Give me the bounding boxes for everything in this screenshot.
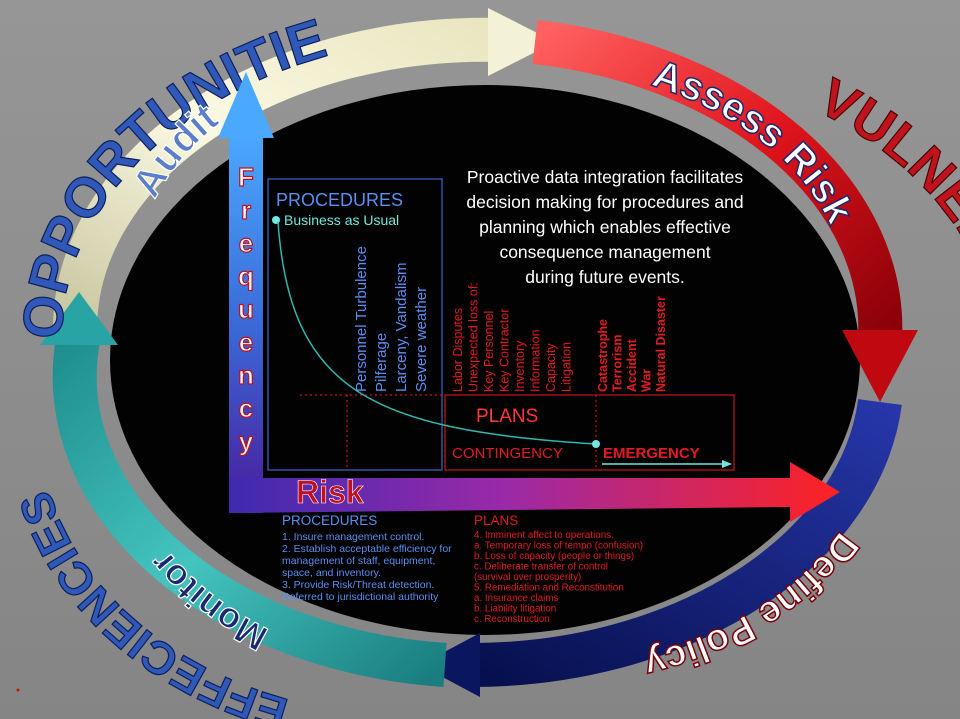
column-item: Key Personnel bbox=[482, 311, 496, 392]
plans-note-line: 5. Remediation and Reconstitution bbox=[474, 583, 624, 594]
frequency-axis-arrow bbox=[218, 72, 274, 138]
frequency-letter: e bbox=[239, 327, 253, 357]
plans-notes-title: PLANS bbox=[474, 513, 518, 528]
procedures-box bbox=[267, 178, 443, 471]
plans-note-line: c. Reconstruction bbox=[474, 614, 550, 625]
procedures-note-line: 1. Insure management control. bbox=[282, 531, 424, 543]
emergency-arrow-head bbox=[722, 460, 732, 468]
procedures-note-line: management of staff, equipment, bbox=[282, 555, 435, 567]
intro-line: planning which enables effective bbox=[479, 217, 731, 237]
plans-notes: PLANS 4. Imminent affect to operations. a… bbox=[474, 513, 643, 625]
intro-paragraph: Proactive data integration facilitates de… bbox=[466, 167, 743, 287]
procedures-note-line: space, and inventory. bbox=[282, 567, 381, 579]
risk-axis-label: Risk bbox=[296, 474, 364, 510]
frequency-letter: r bbox=[241, 195, 251, 225]
frequency-letter: e bbox=[239, 228, 253, 258]
business-as-usual-label: Business as Usual bbox=[284, 212, 399, 228]
column-item: Natural Disaster bbox=[654, 296, 668, 392]
column-item: Larceny, Vandalism bbox=[393, 262, 410, 392]
opportunities-arc bbox=[53, 17, 501, 326]
column-item: Personnel Turbulence bbox=[353, 246, 370, 392]
column-item: Pilferage bbox=[373, 333, 390, 392]
procedures-notes-title: PROCEDURES bbox=[282, 513, 377, 528]
column-item: Litigation bbox=[560, 342, 574, 392]
policy-arc bbox=[469, 398, 902, 688]
procedures-notes: PROCEDURES 1. Insure management control.2… bbox=[282, 513, 452, 603]
intro-line: consequence management bbox=[499, 242, 710, 262]
column-item: Inventory bbox=[513, 340, 527, 392]
frequency-letter: n bbox=[238, 360, 254, 390]
contingency-label: CONTINGENCY bbox=[452, 445, 563, 462]
risk-arrow-head bbox=[842, 330, 918, 402]
column-item: Information bbox=[529, 329, 543, 392]
intro-line: during future events. bbox=[525, 267, 685, 287]
procedures-note-line: 3. Provide Risk/Threat detection. bbox=[282, 579, 434, 591]
efficiency-arrow-head bbox=[40, 292, 118, 345]
intro-line: decision making for procedures and bbox=[466, 192, 743, 212]
frequency-risk-curve bbox=[277, 221, 597, 445]
corner-dot bbox=[16, 688, 20, 692]
frequency-letter: q bbox=[238, 261, 254, 291]
frequency-axis bbox=[229, 135, 263, 513]
procedures-title: PROCEDURES bbox=[276, 190, 403, 210]
column-item: Terrorism bbox=[611, 335, 625, 392]
policy-arrow-head bbox=[420, 633, 480, 697]
column-item: Unexpected loss of: bbox=[467, 282, 481, 392]
risk-arc bbox=[532, 20, 903, 342]
column-item: Severe weather bbox=[413, 287, 430, 392]
procedures-note-line: 2. Establish acceptable efficiency for bbox=[282, 543, 452, 555]
procedures-note-line: Referred to jurisdictional authority bbox=[282, 591, 439, 603]
column-item: War bbox=[640, 369, 654, 392]
plans-note-line: b. Liability litigation bbox=[474, 604, 556, 615]
intro-line: Proactive data integration facilitates bbox=[467, 167, 744, 187]
plans-note-line: 4. Imminent affect to operations. bbox=[474, 530, 614, 541]
column-item: Key Contractor bbox=[498, 309, 512, 392]
plans-note-line: a. Temporary loss of tempo (confusion) bbox=[474, 541, 643, 552]
column-item: Labor Disputes bbox=[451, 308, 465, 392]
plans-note-line: a. Insurance claims bbox=[474, 593, 558, 604]
curve-end-dot bbox=[592, 440, 600, 448]
emergency-label: EMERGENCY bbox=[603, 445, 700, 462]
frequency-letter: y bbox=[239, 426, 254, 456]
plans-note-line: b. Loss of capacity (people or things) bbox=[474, 551, 634, 562]
plans-title: PLANS bbox=[476, 406, 538, 427]
frequency-letter: F bbox=[238, 162, 254, 192]
plans-note-line: (survival over prosperity) bbox=[474, 572, 581, 583]
column-item: Catastrophe bbox=[596, 319, 610, 392]
frequency-letter: c bbox=[239, 393, 253, 423]
efficiency-arc bbox=[52, 325, 447, 687]
frequency-letter: u bbox=[238, 294, 254, 324]
opportunities-arrow-head bbox=[488, 8, 555, 76]
plans-box bbox=[444, 394, 735, 471]
plans-note-line: c. Deliberate transfer of control bbox=[474, 562, 608, 573]
column-item: Accident bbox=[625, 338, 639, 392]
column-item: Capacity bbox=[544, 343, 558, 392]
risk-axis bbox=[229, 462, 840, 522]
